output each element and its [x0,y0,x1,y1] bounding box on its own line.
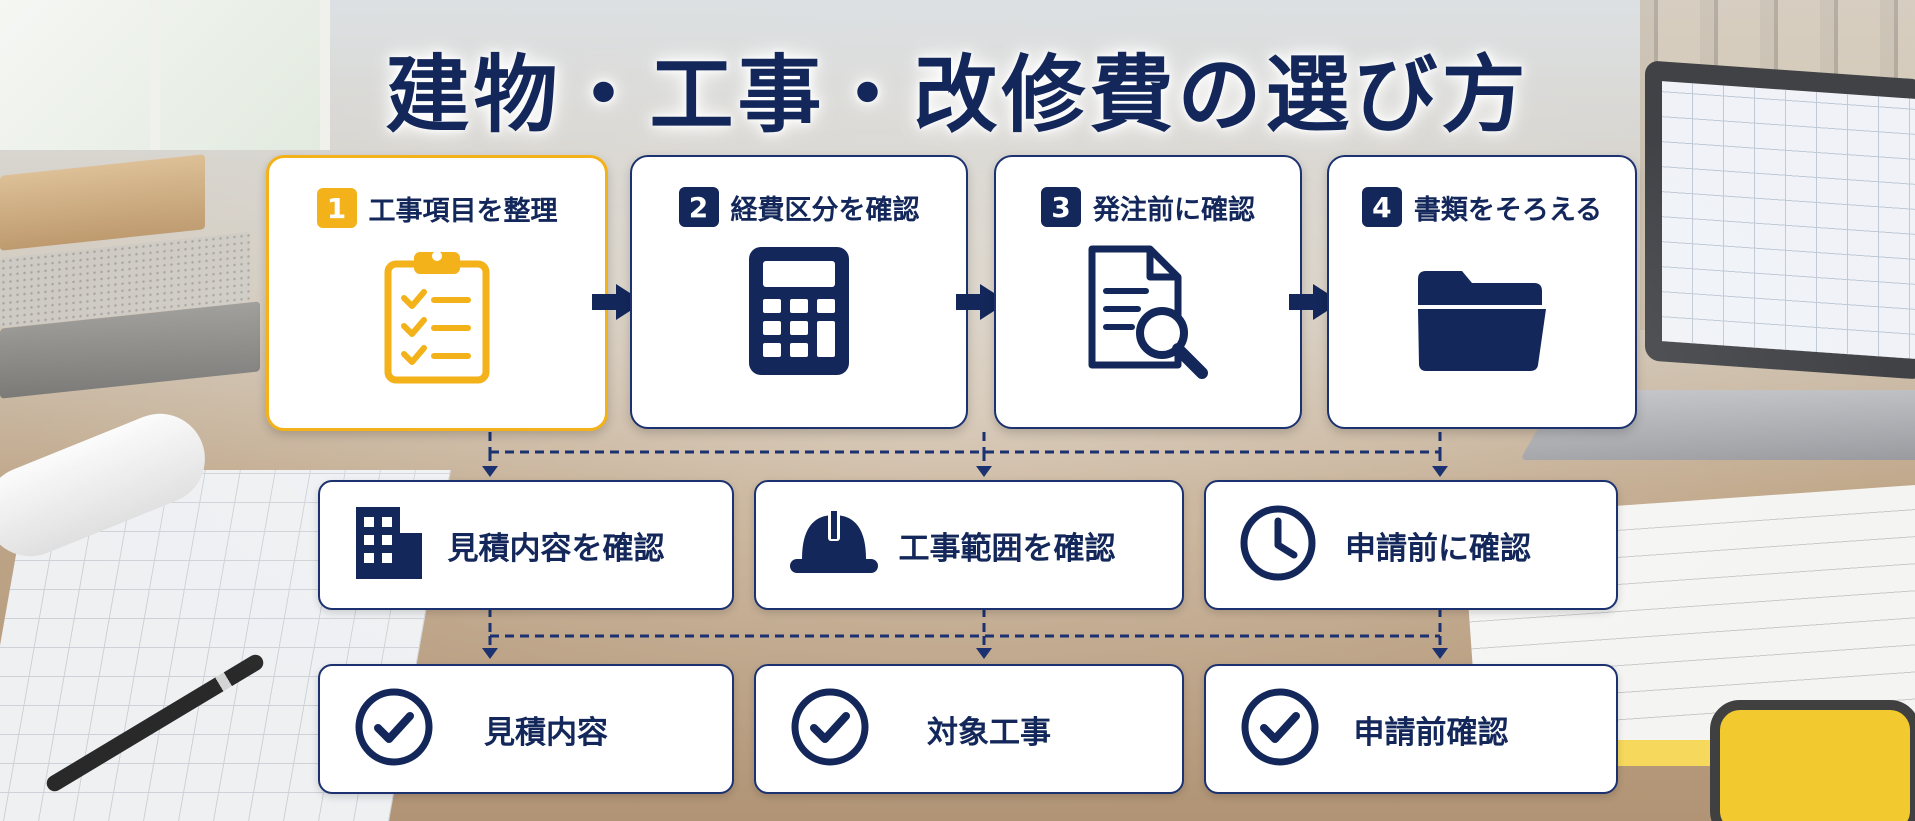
step-card-4: 4 書類をそろえる [1327,155,1637,429]
step-number-badge: 3 [1041,187,1081,227]
clock-icon [1238,503,1318,587]
background-tape-strip [1610,740,1720,766]
background-window [0,0,330,150]
check-box-estimate: 見積内容を確認 [318,480,734,610]
arrow-right-icon [592,284,644,320]
step-card-1: 1 工事項目を整理 [266,155,608,431]
result-label: 見積内容 [484,714,608,751]
clipboard-checklist-icon [382,246,492,390]
step-card-2: 2 経費区分を確認 [630,155,968,429]
step-number-badge: 4 [1361,187,1402,227]
page-title: 建物・工事・改修費の選び方 [385,46,1530,144]
step-number-badge: 1 [316,188,357,228]
calculator-icon [747,245,851,381]
step-label: 書類をそろえる [1413,194,1603,226]
check-circle-icon [352,685,436,773]
check-circle-icon [788,685,872,773]
check-box-application: 申請前に確認 [1204,480,1618,610]
step-card-3: 3 発注前に確認 [994,155,1302,429]
check-box-scope: 工事範囲を確認 [754,480,1184,610]
arrow-right-icon [1289,284,1341,320]
background-tape-measure [1710,700,1915,821]
step-label: 発注前に確認 [1093,194,1255,226]
result-label: 対象工事 [927,714,1051,751]
step-label: 工事項目を整理 [368,195,558,227]
step-label: 経費区分を確認 [730,194,920,226]
building-icon [352,503,426,587]
folder-icon [1414,265,1550,379]
hard-hat-icon [788,507,880,583]
check-circle-icon [1238,685,1322,773]
result-box-estimate: 見積内容 [318,664,734,794]
check-label: 申請前に確認 [1345,530,1531,567]
check-label: 見積内容を確認 [447,530,665,567]
result-label: 申請前確認 [1353,714,1509,751]
document-search-icon [1086,245,1210,385]
result-box-application: 申請前確認 [1204,664,1618,794]
step-number-badge: 2 [678,187,719,227]
arrow-right-icon [956,284,1008,320]
result-box-target: 対象工事 [754,664,1184,794]
check-label: 工事範囲を確認 [898,530,1116,567]
